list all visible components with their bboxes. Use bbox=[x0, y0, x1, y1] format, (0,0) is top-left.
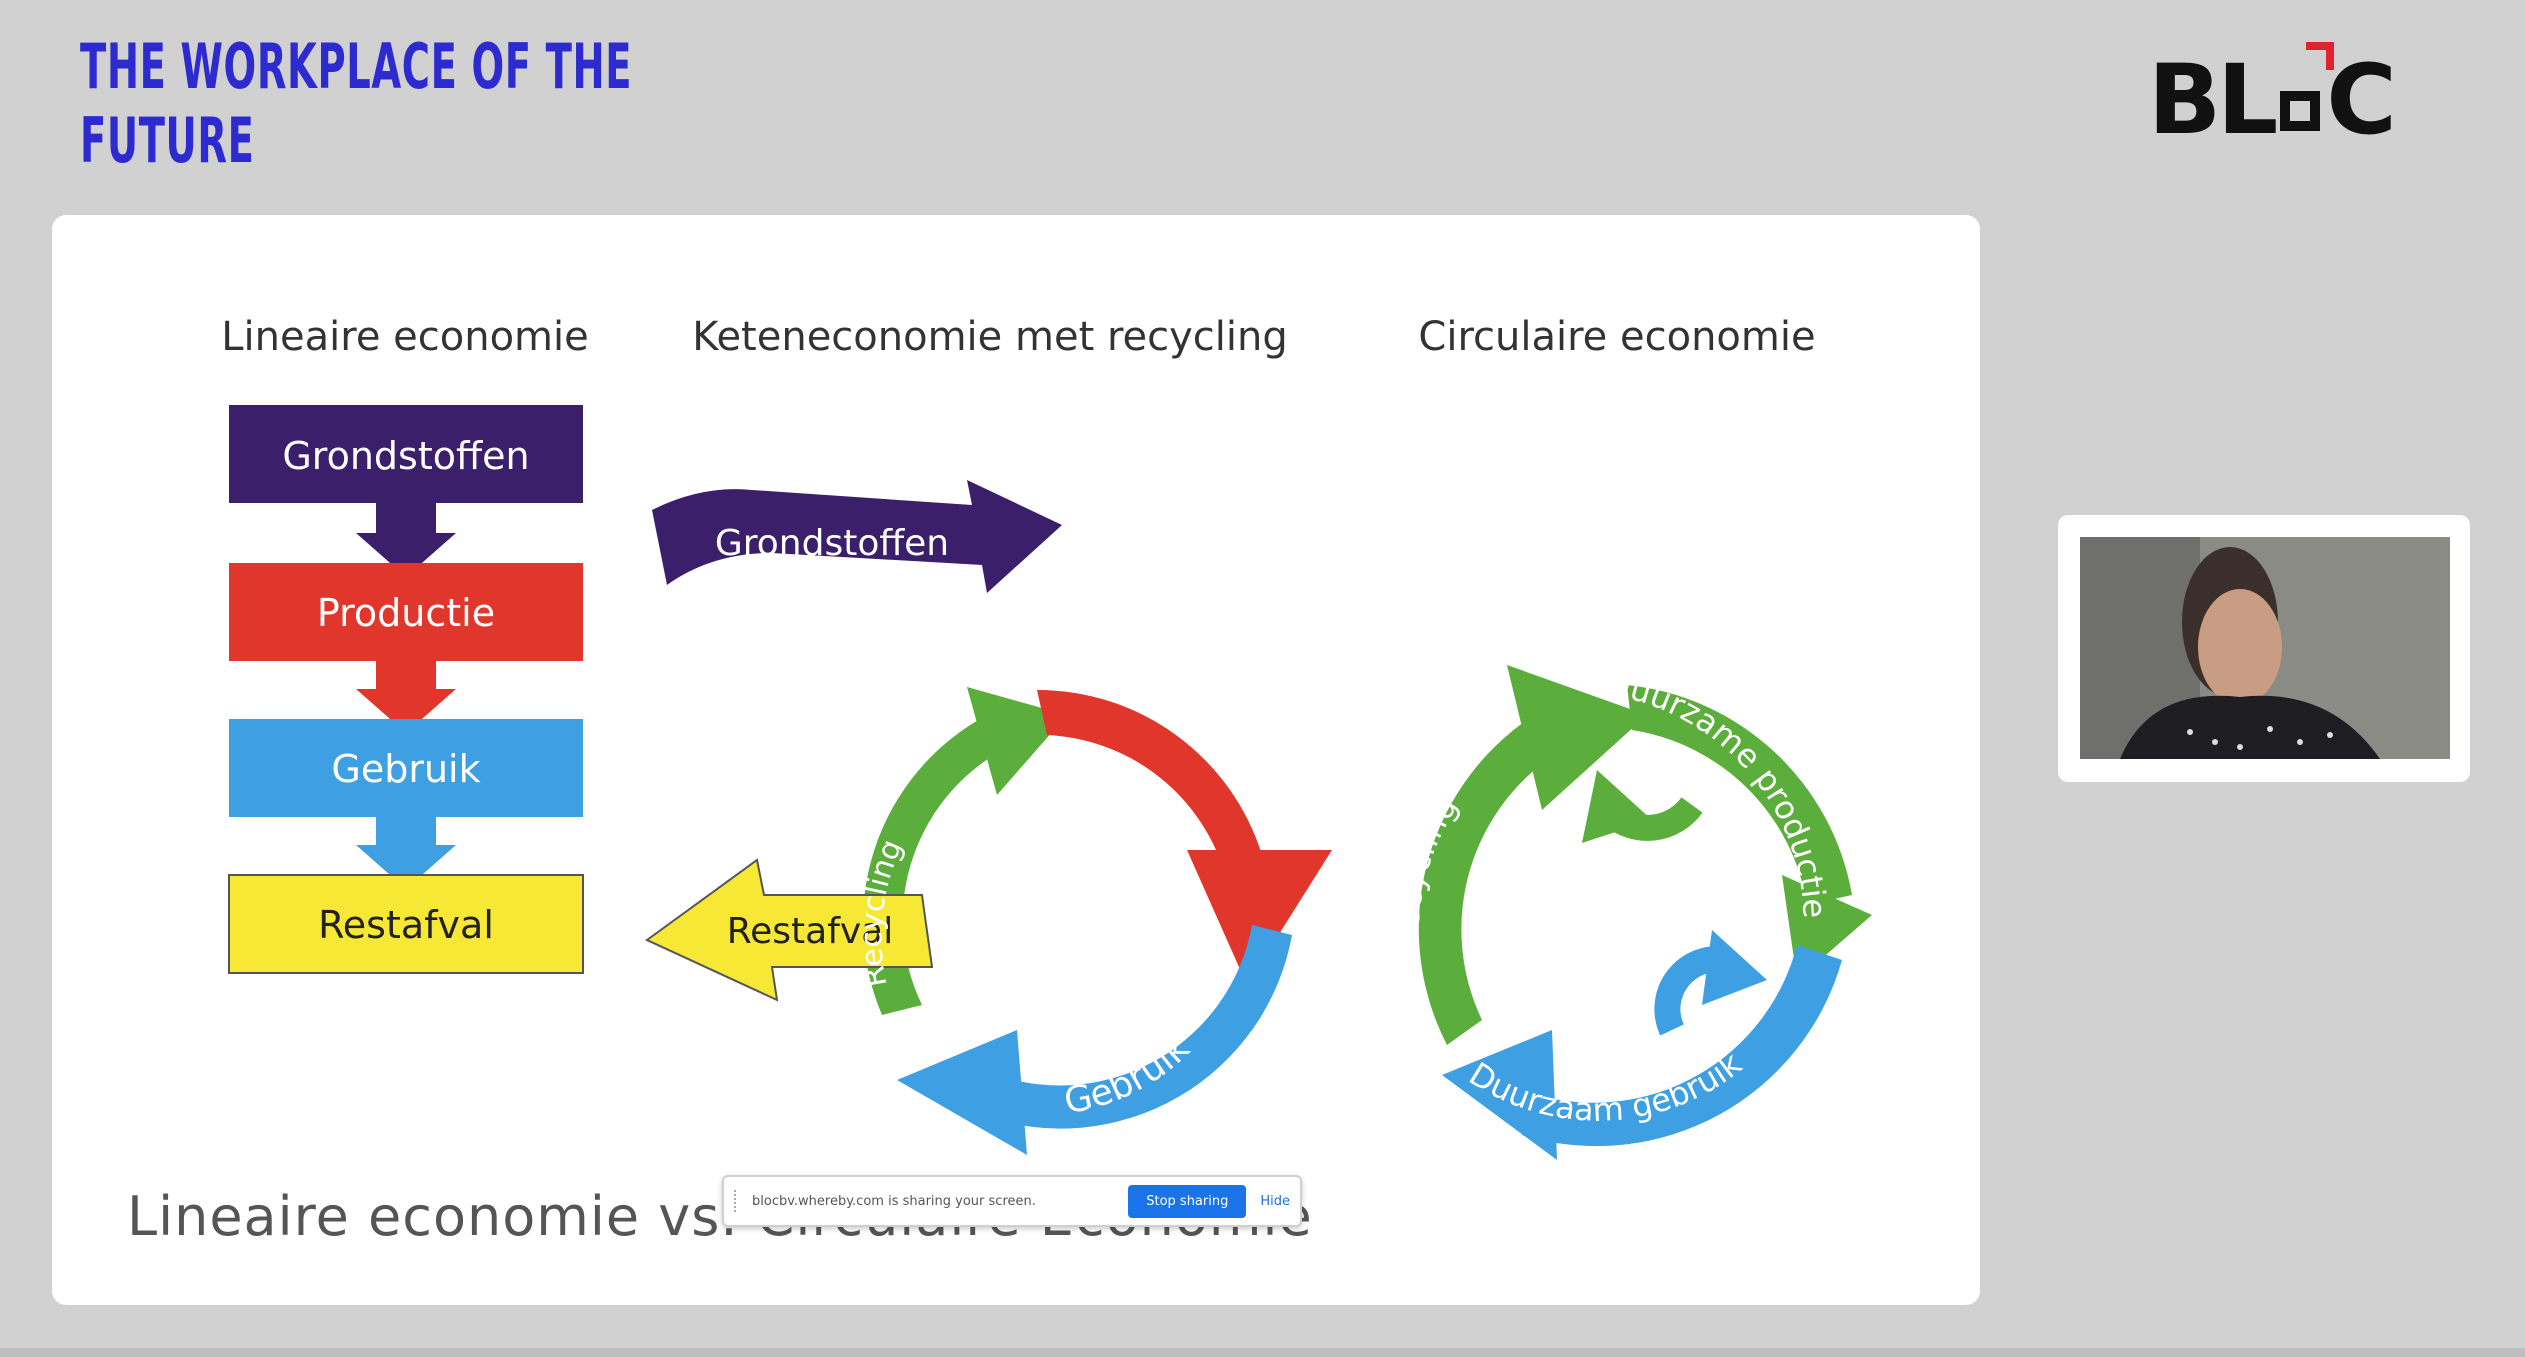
linear-arrow-1-icon bbox=[356, 503, 456, 577]
linear-label-restafval: Restafval bbox=[318, 903, 494, 947]
hide-button[interactable]: Hide bbox=[1260, 1193, 1290, 1209]
linear-label-grondstoffen: Grondstoffen bbox=[282, 434, 529, 478]
circular-inner-blue-arrowhead-icon bbox=[1702, 930, 1767, 1005]
event-title-line2: FUTURE bbox=[80, 104, 255, 177]
chain-recycling-arrowhead-icon bbox=[967, 687, 1067, 795]
linear-flow: Grondstoffen Productie Gebruik Restafval bbox=[228, 405, 584, 974]
linear-title: Lineaire economie bbox=[221, 314, 588, 360]
shared-slide: Lineaire economie Keteneconomie met recy… bbox=[52, 215, 1980, 1305]
linear-arrow-2-icon bbox=[356, 661, 456, 733]
chain-restafval-arrow-icon bbox=[645, 858, 934, 1002]
participant-video-feed bbox=[2080, 537, 2450, 759]
logo-corner-icon bbox=[2306, 42, 2335, 70]
event-title: THE WORKPLACE OF THE FUTURE bbox=[80, 30, 650, 178]
circular-inner-green-arrowhead-icon bbox=[1582, 770, 1652, 843]
chain-gebruik-arrowhead-icon bbox=[897, 1030, 1027, 1155]
linear-box-productie bbox=[229, 563, 583, 661]
bottom-edge bbox=[0, 1348, 2525, 1357]
bloc-logo: BL C bbox=[2148, 40, 2398, 160]
chain-productie-arrowhead-icon bbox=[1187, 850, 1332, 985]
chain-grondstoffen-arrow-icon bbox=[652, 480, 1062, 593]
screen-share-bar: blocbv.whereby.com is sharing your scree… bbox=[722, 1175, 1302, 1227]
linear-label-productie: Productie bbox=[317, 591, 495, 635]
linear-box-gebruik bbox=[229, 719, 583, 817]
circular-recycling-arc bbox=[1418, 710, 1562, 1045]
circular-gebruik-arrowhead-icon bbox=[1442, 1030, 1557, 1160]
economy-diagram: Lineaire economie Keteneconomie met recy… bbox=[221, 314, 1872, 1160]
chain-label-grondstoffen: Grondstoffen bbox=[715, 523, 949, 564]
share-message: blocbv.whereby.com is sharing your scree… bbox=[752, 1193, 1036, 1209]
participant-video-icon bbox=[2080, 537, 2450, 759]
logo-text-left: BL bbox=[2148, 44, 2278, 156]
linear-box-restafval bbox=[228, 874, 584, 974]
drag-handle-icon[interactable] bbox=[734, 1190, 742, 1212]
logo-text-right: C bbox=[2326, 44, 2397, 156]
chain-productie-arc bbox=[1037, 689, 1262, 865]
chain-label-restafval: Restafval bbox=[727, 911, 894, 952]
linear-box-grondstoffen bbox=[229, 405, 583, 503]
participant-video-tile[interactable] bbox=[2058, 515, 2470, 782]
circular-title: Circulaire economie bbox=[1418, 314, 1815, 360]
linear-arrow-3-icon bbox=[356, 817, 456, 889]
circular-productie-arc bbox=[1627, 685, 1852, 905]
logo-square-icon bbox=[2280, 91, 2321, 131]
circular-recycling-arrowhead-icon bbox=[1507, 665, 1647, 810]
event-title-line1: THE WORKPLACE OF THE bbox=[80, 30, 633, 103]
chain-title: Keteneconomie met recycling bbox=[692, 314, 1288, 360]
circular-cycle: Duurzame productie Recycling Duurzaam ge… bbox=[1388, 664, 1872, 1160]
chain-cycle: Grondstoffen Restafval Productie Recycli… bbox=[645, 480, 1332, 1155]
stop-sharing-button[interactable]: Stop sharing bbox=[1128, 1184, 1247, 1218]
linear-label-gebruik: Gebruik bbox=[331, 747, 480, 791]
